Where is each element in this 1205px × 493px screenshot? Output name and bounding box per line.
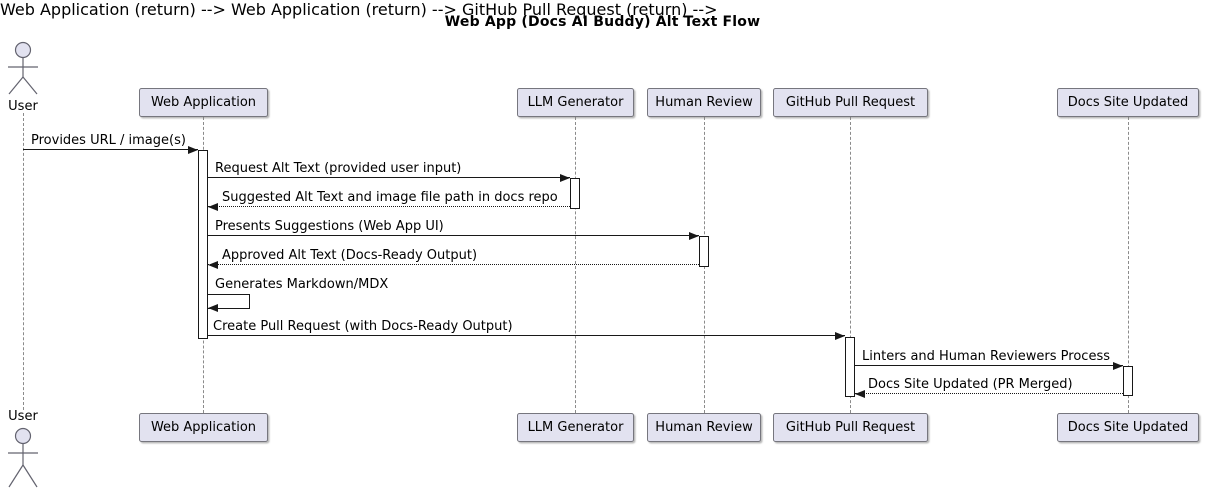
self-message-bottom-line <box>208 308 250 309</box>
participant-human-review-bottom: Human Review <box>647 413 761 442</box>
lifeline-user <box>23 113 24 410</box>
participant-docs-site-updated-top: Docs Site Updated <box>1057 88 1199 117</box>
participant-github-pull-request-bottom: GitHub Pull Request <box>773 413 928 442</box>
activation-llm-generator <box>570 178 580 209</box>
participant-human-review-top: Human Review <box>647 88 761 117</box>
arrowhead-icon <box>835 332 845 340</box>
message-line-request-alt-text <box>208 177 570 178</box>
activation-web-application <box>198 150 208 339</box>
message-label-request-alt-text: Request Alt Text (provided user input) <box>215 161 462 176</box>
message-line-docs-site-updated <box>855 393 1123 394</box>
lifeline-github-pull-request <box>850 117 851 413</box>
self-message-side-line <box>249 294 250 309</box>
lifeline-llm-generator <box>575 117 576 413</box>
user-actor-icon <box>8 41 38 95</box>
message-label-suggested-alt-text: Suggested Alt Text and image file path i… <box>222 190 558 205</box>
message-label-docs-site-updated: Docs Site Updated (PR Merged) <box>868 377 1073 392</box>
message-line-linters-process <box>855 365 1123 366</box>
arrowhead-icon <box>208 203 218 211</box>
message-label-provides-url: Provides URL / image(s) <box>31 133 186 148</box>
actor-label-user-bottom: User <box>8 409 38 424</box>
message-label-linters-process: Linters and Human Reviewers Process <box>862 349 1110 364</box>
participant-web-application-top: Web Application <box>139 88 268 117</box>
participant-github-pull-request-top: GitHub Pull Request <box>773 88 928 117</box>
user-actor-icon-bottom <box>8 427 38 488</box>
arrowhead-icon <box>689 232 699 240</box>
activation-github-pull-request <box>845 337 855 397</box>
message-line-create-pull-request <box>208 335 845 336</box>
participant-llm-generator-bottom: LLM Generator <box>517 413 634 442</box>
message-line-presents-suggestions <box>208 235 699 236</box>
message-label-create-pull-request: Create Pull Request (with Docs-Ready Out… <box>213 319 513 334</box>
message-label-approved-alt-text: Approved Alt Text (Docs-Ready Output) <box>222 248 478 263</box>
arrowhead-icon <box>1113 362 1123 370</box>
arrowhead-icon <box>208 261 218 269</box>
arrowhead-icon <box>855 390 865 398</box>
diagram-title: Web App (Docs AI Buddy) Alt Text Flow <box>444 14 761 30</box>
arrowhead-icon <box>188 146 198 154</box>
arrowhead-icon <box>208 304 218 312</box>
message-line-provides-url <box>23 149 198 150</box>
message-label-presents-suggestions: Presents Suggestions (Web App UI) <box>215 219 444 234</box>
message-line-suggested-alt-text <box>208 206 570 207</box>
activation-docs-site-updated <box>1123 366 1133 396</box>
arrowhead-icon <box>560 174 570 182</box>
activation-human-review <box>699 236 709 267</box>
message-label-generates-markdown: Generates Markdown/MDX <box>215 277 389 292</box>
participant-docs-site-updated-bottom: Docs Site Updated <box>1057 413 1199 442</box>
actor-label-user-top: User <box>8 99 38 114</box>
self-message-top-line <box>208 294 250 295</box>
message-line-approved-alt-text <box>208 264 699 265</box>
lifeline-docs-site-updated <box>1128 117 1129 413</box>
participant-web-application-bottom: Web Application <box>139 413 268 442</box>
participant-llm-generator-top: LLM Generator <box>517 88 634 117</box>
